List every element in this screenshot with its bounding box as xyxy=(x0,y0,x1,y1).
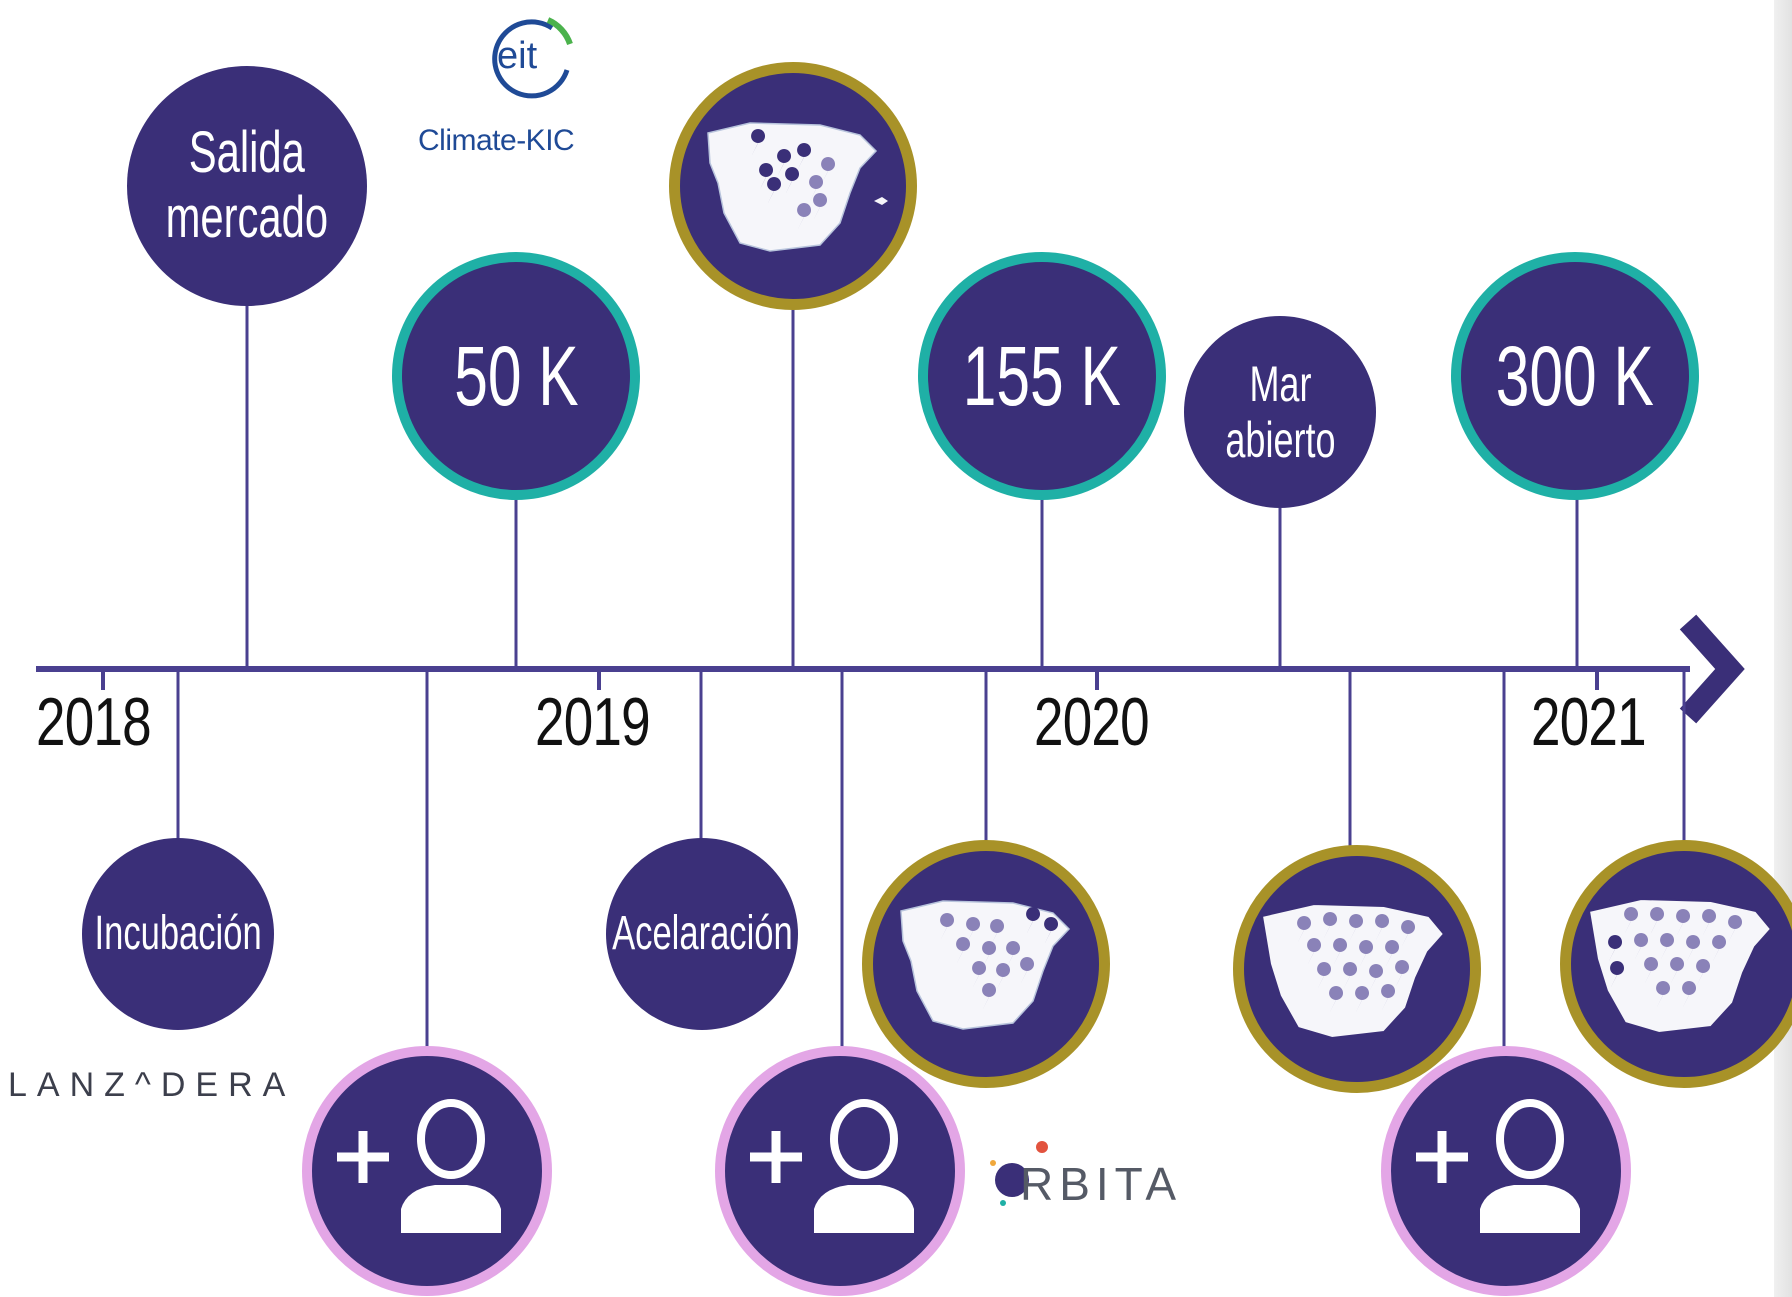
spain-map-icon xyxy=(900,900,1071,1030)
milestone-300k: 300 K xyxy=(1451,252,1699,500)
timeline-arrow-icon xyxy=(1679,614,1745,724)
year-label-2020: 2020 xyxy=(1034,684,1150,760)
milestone-label: Salida mercado xyxy=(165,120,329,250)
milestone-map-2020b xyxy=(1233,845,1481,1093)
add-user-icon xyxy=(1416,1099,1580,1233)
milestone-map-2021 xyxy=(1560,840,1792,1088)
spain-map-icon xyxy=(1587,897,1773,1035)
climate-kic-logo-text: Climate-KIC xyxy=(418,124,575,157)
upper-connectors xyxy=(245,305,1579,669)
year-label-2021: 2021 xyxy=(1531,684,1647,760)
eit-logo-mark xyxy=(492,17,573,99)
spain-map-icon xyxy=(707,122,888,252)
milestone-label: Incubación xyxy=(94,907,262,961)
orbita-logo-mark xyxy=(990,1141,1048,1206)
eit-logo-text: eit xyxy=(497,35,538,77)
add-user-icon xyxy=(337,1099,501,1233)
lower-connectors xyxy=(176,669,1686,1050)
milestone-label: Acelaración xyxy=(611,907,793,961)
milestone-add-user-3 xyxy=(1381,1046,1631,1296)
milestone-acelaracion: Acelaración xyxy=(606,838,798,1030)
milestone-label: Mar abierto xyxy=(1224,356,1336,468)
milestone-map-2020 xyxy=(862,840,1110,1088)
milestone-add-user-1 xyxy=(302,1046,552,1296)
milestone-incubacion: Incubación xyxy=(82,838,274,1030)
year-label-2018: 2018 xyxy=(36,684,152,760)
milestone-label: 50 K xyxy=(453,328,579,423)
year-label-2019: 2019 xyxy=(535,684,651,760)
milestone-mar-abierto: Mar abierto xyxy=(1184,316,1376,508)
milestone-salida-mercado: Salida mercado xyxy=(127,66,367,306)
milestone-50k: 50 K xyxy=(392,252,640,500)
orbita-logo-text: RBITA xyxy=(1020,1158,1183,1210)
window-edge xyxy=(1774,0,1792,1297)
milestone-add-user-2 xyxy=(715,1046,965,1296)
milestone-label: 155 K xyxy=(962,328,1122,423)
lanzadera-logo: LANZ^DERA xyxy=(8,1066,296,1104)
spain-map-icon xyxy=(1260,902,1446,1040)
milestone-map-2019 xyxy=(669,62,917,310)
add-user-icon xyxy=(750,1099,914,1233)
milestone-label: 300 K xyxy=(1495,328,1655,423)
milestone-155k: 155 K xyxy=(918,252,1166,500)
